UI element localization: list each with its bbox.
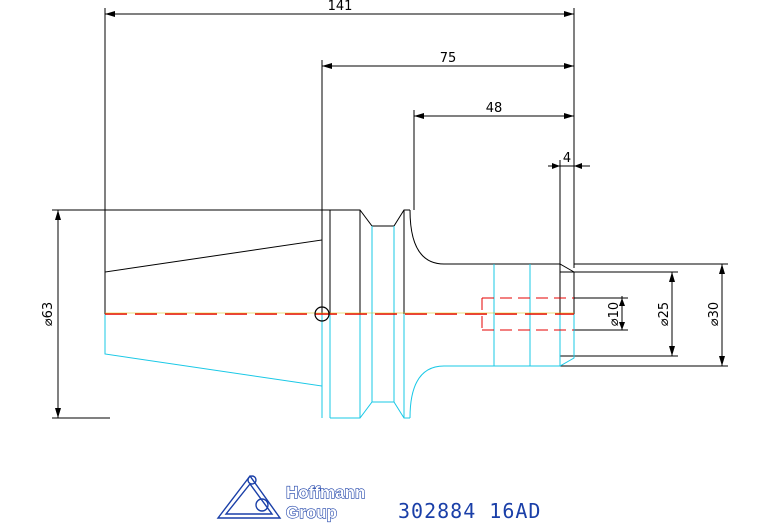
logo-line1: Hoffmann [286, 483, 365, 502]
dim-tip-length: 4 [563, 151, 571, 166]
dim-body-length: 75 [440, 51, 457, 66]
dim-shank-diameter: ⌀30 [707, 302, 722, 326]
dim-flange-length: 48 [486, 101, 503, 116]
part-number: 302884 16AD [398, 499, 541, 523]
dim-inner-diameter: ⌀25 [657, 302, 672, 326]
dimension-lines [52, 8, 728, 419]
gauge-point-marker [314, 306, 330, 322]
dim-flange-diameter: ⌀63 [41, 302, 56, 326]
logo-line2: Group [286, 503, 337, 522]
dim-overall-length: 141 [328, 0, 353, 14]
bore-hidden-lines [481, 297, 574, 331]
dimension-arrows [55, 11, 725, 418]
logo-emblem-icon [216, 474, 282, 519]
dim-bore-diameter: ⌀10 [607, 302, 622, 326]
hoffmann-logo: Hoffmann Group [216, 474, 366, 523]
lower-profile [104, 226, 575, 419]
upper-profile [104, 209, 575, 314]
